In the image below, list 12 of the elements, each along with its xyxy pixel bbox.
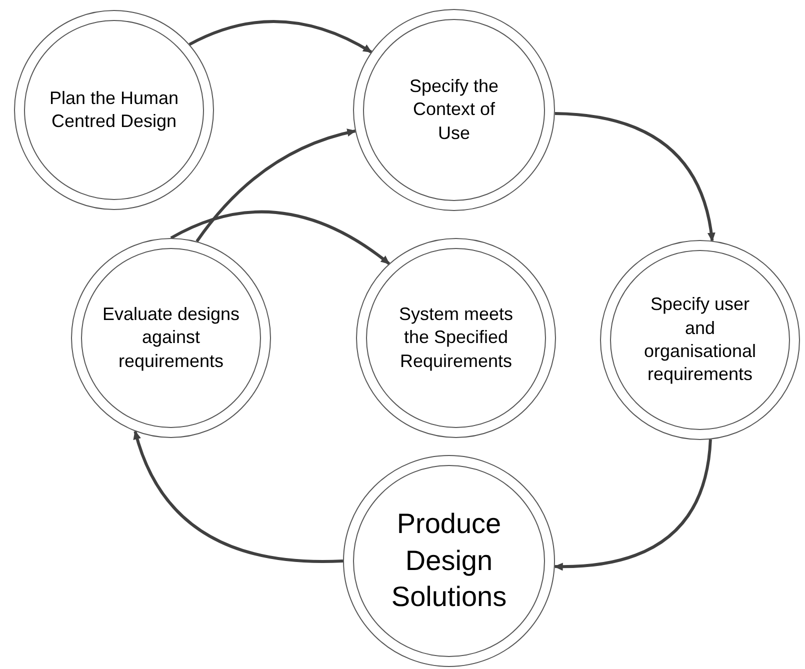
- node-label: System meets the Specified Requirements: [398, 302, 514, 373]
- arrow: [554, 112, 715, 242]
- arrow: [196, 128, 356, 242]
- arrow: [188, 20, 372, 54]
- node-label: Plan the Human Centred Design: [49, 86, 179, 133]
- node-label: Evaluate designs against requirements: [101, 302, 241, 373]
- node-label: Specify the Context of Use: [408, 74, 500, 145]
- arrow: [554, 439, 712, 570]
- node-label: Specify user and organisational requirements: [642, 293, 758, 386]
- arrow: [134, 430, 344, 563]
- arrow: [170, 210, 390, 265]
- node-label: Produce Design Solutions: [390, 507, 508, 614]
